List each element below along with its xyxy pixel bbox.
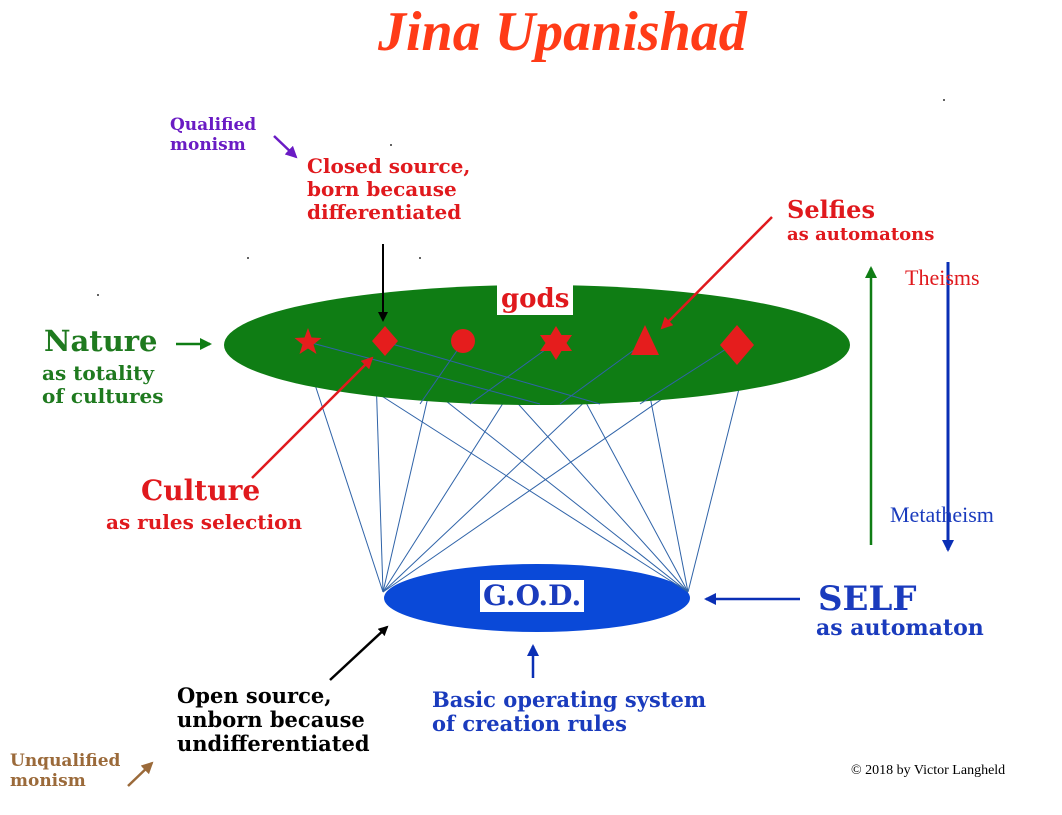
diamond-shape-small bbox=[372, 326, 398, 356]
closed-source-label: Closed source, born because differentiat… bbox=[307, 154, 471, 224]
stray-dots bbox=[97, 99, 945, 296]
diamond-shape-large bbox=[720, 325, 754, 365]
star-5-shape bbox=[294, 328, 322, 354]
nature-title: Nature bbox=[44, 324, 158, 358]
star-6-shape bbox=[540, 326, 572, 360]
open-source-arrow bbox=[329, 625, 389, 681]
unqualified-monism-label: Unqualified monism bbox=[10, 751, 121, 791]
triangle-shape bbox=[631, 325, 659, 355]
god-label: G.O.D. bbox=[480, 579, 585, 613]
copyright-notice: © 2018 by Victor Langheld bbox=[851, 763, 1006, 778]
theisms-label: Theisms bbox=[905, 265, 980, 290]
page-title: Jina Upanishad bbox=[378, 1, 747, 63]
selfies-arrow bbox=[660, 216, 773, 330]
culture-subtitle: as rules selection bbox=[106, 510, 303, 534]
selfies-title: Selfies bbox=[787, 195, 875, 224]
circle-shape bbox=[451, 329, 475, 353]
self-subtitle: as automaton bbox=[816, 615, 984, 641]
open-source-label: Open source, unborn because undifferenti… bbox=[177, 683, 370, 757]
unqualified-monism-arrow bbox=[127, 761, 154, 787]
culture-title: Culture bbox=[141, 474, 261, 507]
network-lines-upper bbox=[307, 341, 738, 405]
gods-label: gods bbox=[497, 284, 574, 315]
metatheism-label: Metatheism bbox=[890, 502, 994, 527]
basic-os-label: Basic operating system of creation rules bbox=[432, 687, 707, 737]
self-title: SELF bbox=[818, 579, 917, 619]
qualified-monism-arrow bbox=[273, 135, 298, 159]
qualified-monism-label: Qualified monism bbox=[170, 115, 257, 155]
culture-arrow bbox=[251, 356, 374, 479]
selfies-subtitle: as automatons bbox=[787, 224, 935, 245]
nature-subtitle: as totality of cultures bbox=[42, 361, 164, 408]
